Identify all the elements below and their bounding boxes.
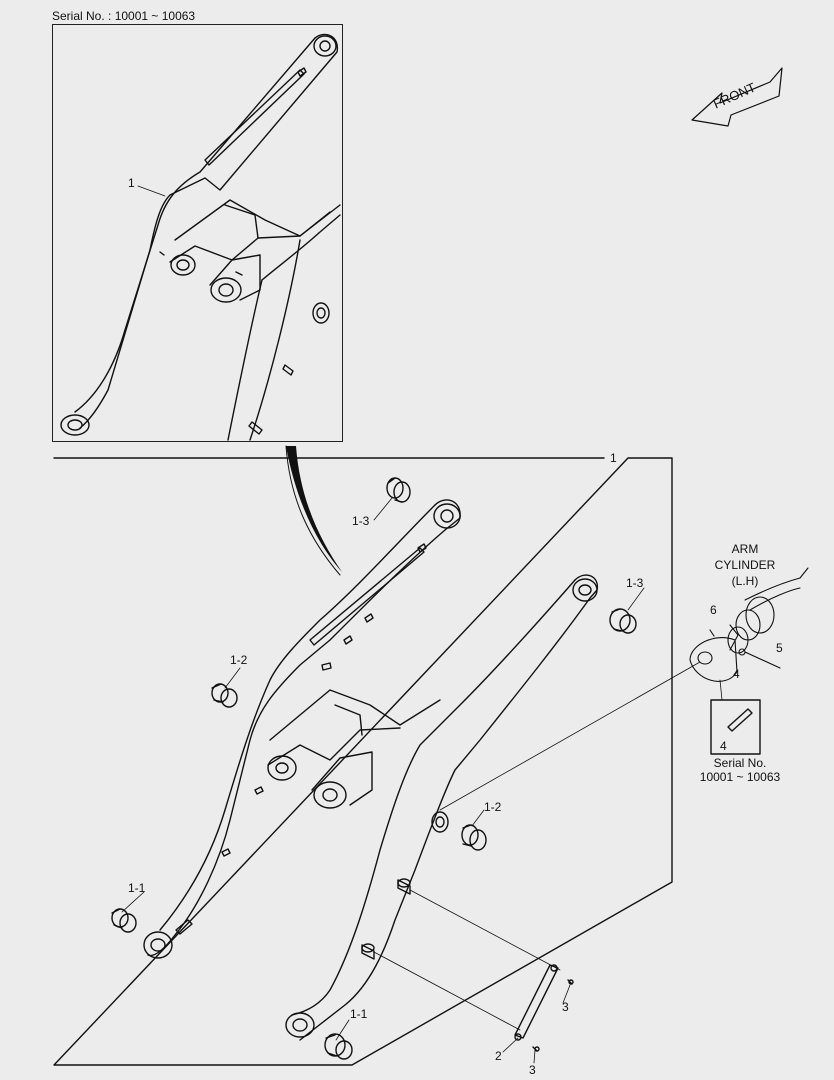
callout-1-2-right: 1-2: [484, 800, 502, 814]
callout-1-1-left: 1-1: [128, 881, 146, 895]
detail-frame-top: [52, 24, 343, 442]
callout-4: 4: [733, 667, 740, 681]
callout-6: 6: [710, 603, 717, 617]
top-boom-arm: [60, 33, 341, 441]
serial-note-caption: Serial No. 10001 ~ 10063: [690, 756, 790, 784]
arm-cylinder-caption: ARM CYLINDER (L.H): [700, 541, 790, 589]
pin-icon: [727, 708, 753, 732]
callout-1-3-right: 1-3: [626, 576, 644, 590]
callout-3-lower: 3: [529, 1063, 536, 1077]
callout-1-top: 1: [128, 176, 135, 190]
callout-5: 5: [776, 641, 783, 655]
arm-cylinder-line2: CYLINDER: [714, 558, 776, 572]
callout-1-2-left: 1-2: [230, 653, 248, 667]
callout-1-main: 1: [610, 451, 617, 465]
serial-note-line2: 10001 ~ 10063: [699, 770, 781, 784]
arm-cylinder-line1: ARM: [731, 542, 759, 556]
bushings: [111, 477, 637, 1060]
callout-4-box: 4: [720, 739, 727, 753]
callout-2: 2: [495, 1049, 502, 1063]
callout-1-3-left: 1-3: [352, 514, 370, 528]
callout-1-1-right: 1-1: [350, 1007, 368, 1021]
serial-note-box: [710, 699, 761, 755]
arm-cylinder-detail: [689, 567, 809, 682]
main-frame: [53, 457, 673, 1066]
reference-arrow: [285, 445, 341, 576]
serial-number-header: Serial No. : 10001 ~ 10063: [52, 9, 196, 23]
callout-3-upper: 3: [562, 1000, 569, 1014]
main-boom-arm: [143, 499, 599, 1052]
front-arrow-icon: [691, 67, 783, 127]
leader-lines: [121, 185, 723, 1064]
arm-cylinder-line3: (L.H): [731, 574, 759, 588]
serial-note-line1: Serial No.: [713, 756, 767, 770]
